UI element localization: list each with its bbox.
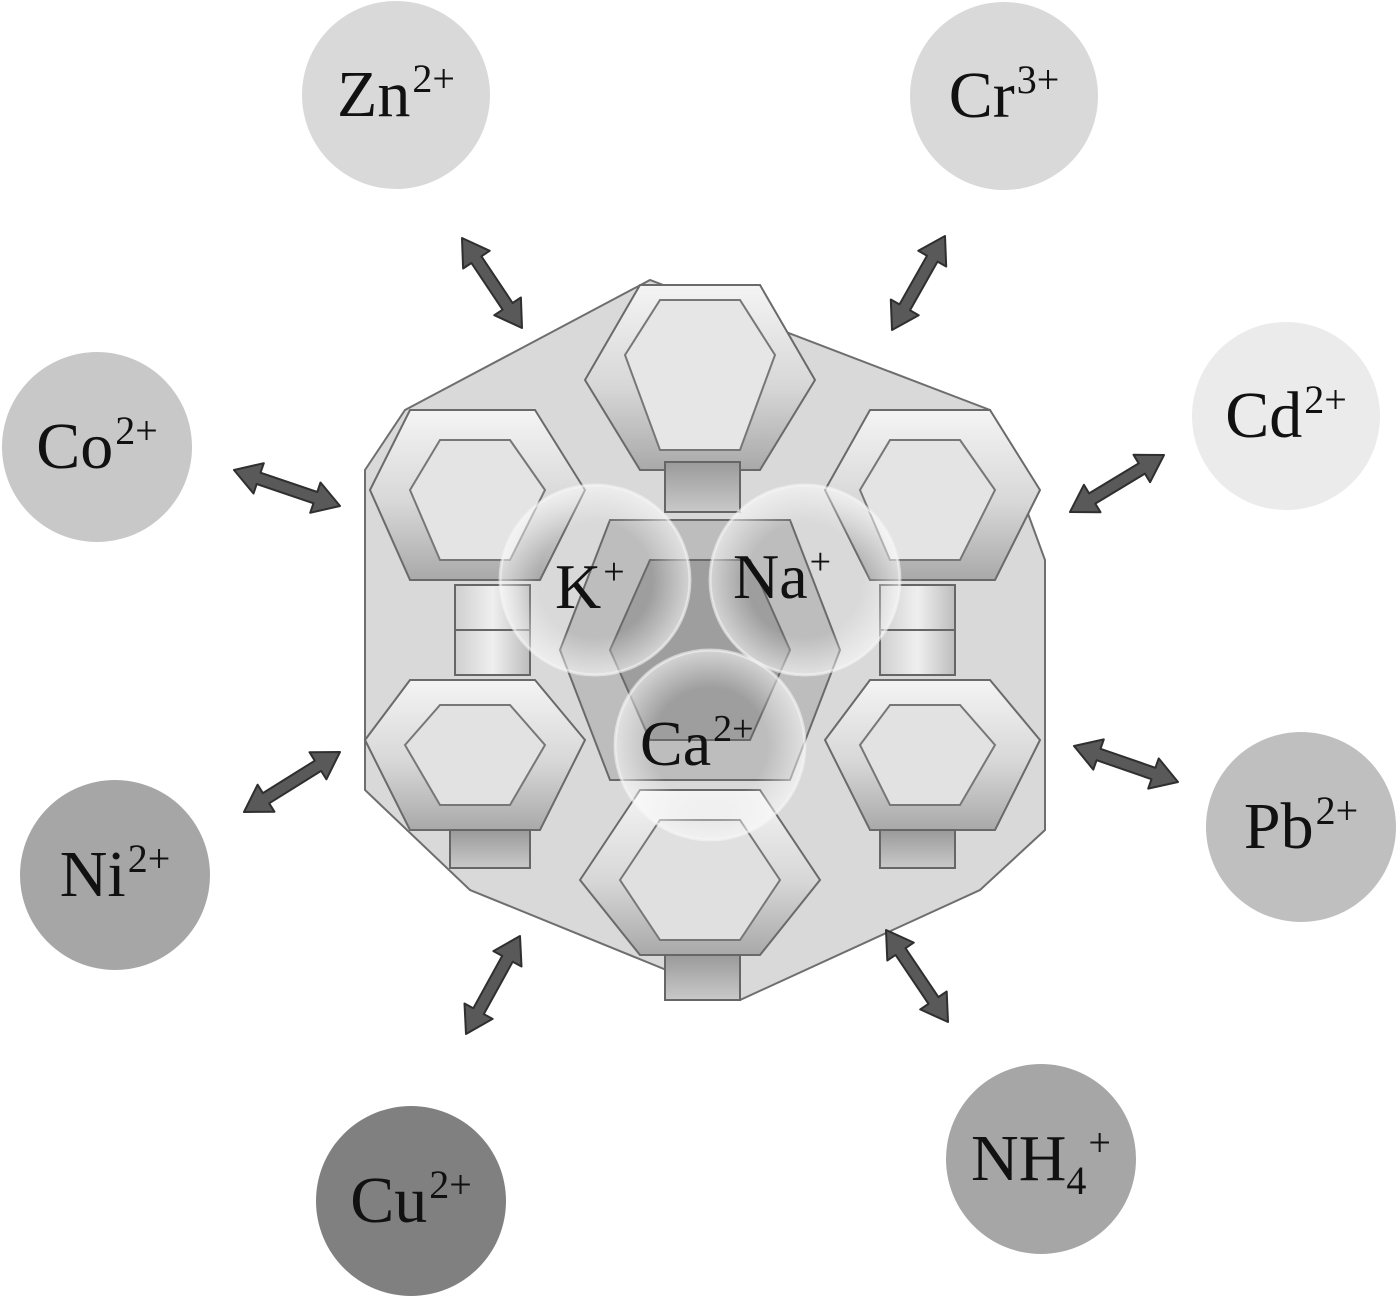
- cation-charge: +: [603, 551, 625, 593]
- ion-co: Co2+: [2, 352, 192, 542]
- framework-cation-k: K+: [555, 553, 625, 619]
- ion-cr: Cr3+: [910, 2, 1098, 190]
- ion-cd: Cd2+: [1192, 322, 1380, 510]
- ion-charge: 2+: [127, 836, 171, 881]
- framework-cation-ca: Ca2+: [640, 710, 754, 776]
- central-pore: [498, 483, 902, 842]
- ion-symbol: Co: [36, 410, 114, 483]
- double-arrow-icon: [243, 751, 341, 813]
- double-arrow-icon: [885, 929, 949, 1023]
- ion-nh4: NH4+: [946, 1064, 1136, 1254]
- double-arrow-icon: [889, 235, 948, 331]
- ion-symbol: Cd: [1225, 379, 1303, 452]
- framework-cation-na: Na+: [733, 543, 831, 609]
- cage-top: [583, 284, 817, 513]
- cage-bottom: [578, 789, 822, 1001]
- ion-symbol: Cr: [948, 59, 1015, 132]
- exchange-arrows: [233, 235, 1179, 1035]
- ion-cu: Cu2+: [316, 1106, 506, 1296]
- double-arrow-icon: [233, 462, 341, 514]
- ion-symbol: Pb: [1243, 790, 1314, 863]
- cation-symbol: Na: [733, 541, 808, 612]
- double-arrow-icon: [1073, 738, 1179, 790]
- cation-symbol: Ca: [640, 708, 712, 779]
- double-arrow-icon: [1069, 453, 1165, 514]
- ion-charge: 3+: [1016, 57, 1060, 102]
- cage-left-lower: [363, 679, 587, 869]
- ion-charge: 2+: [1304, 377, 1347, 422]
- ion-charge: 2+: [412, 56, 455, 101]
- ion-charge: 2+: [115, 408, 158, 453]
- cage-right-lower: [823, 679, 1042, 869]
- cation-charge: 2+: [713, 708, 754, 750]
- double-arrow-icon: [461, 237, 523, 329]
- ion-charge: +: [1088, 1120, 1111, 1165]
- ion-charge: 2+: [1315, 788, 1359, 833]
- ion-symbol: NH: [971, 1122, 1067, 1195]
- ion-zn: Zn2+: [302, 1, 490, 189]
- ion-symbol: Ni: [59, 838, 126, 911]
- cation-symbol: K: [555, 551, 602, 622]
- cation-charge: +: [809, 541, 832, 583]
- ion-pb: Pb2+: [1206, 732, 1396, 922]
- double-arrow-icon: [463, 935, 523, 1035]
- ion-ni: Ni2+: [20, 780, 210, 970]
- ion-subscript: 4: [1066, 1158, 1087, 1203]
- ion-symbol: Zn: [337, 58, 411, 131]
- ion-symbol: Cu: [350, 1164, 428, 1237]
- ion-charge: 2+: [429, 1162, 472, 1207]
